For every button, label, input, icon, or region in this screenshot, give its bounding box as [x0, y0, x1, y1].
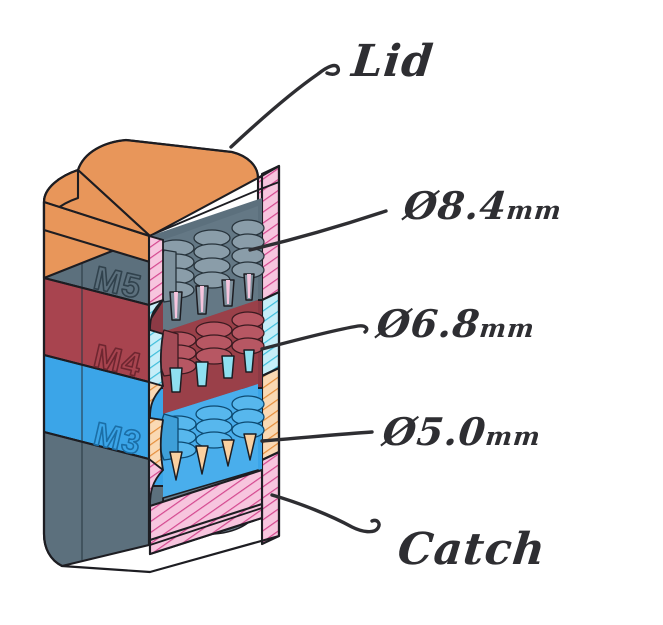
leader-d50 [260, 430, 374, 443]
annotation-dia-8-4: Ø8.4mm [402, 183, 565, 228]
thread-m5-teeth [169, 273, 255, 321]
annotation-dia-5-0: Ø5.0mm [381, 409, 544, 454]
thread-m4 [158, 311, 265, 377]
annotation-dia-8-4-unit: mm [505, 195, 564, 225]
annotation-dia-6-8-value: Ø6.8 [374, 301, 483, 346]
model-body: M5 M4 M3 [42, 138, 281, 574]
leader-d68 [260, 324, 369, 351]
thread-m4-teeth [169, 349, 255, 393]
wall-right-orange [260, 366, 281, 462]
annotation-lid: Lid [349, 36, 436, 87]
leader-lines [229, 63, 388, 534]
section-wall-front [147, 235, 164, 546]
annotation-catch-text: Catch [395, 524, 549, 575]
leader-lid [229, 63, 341, 149]
engraved-labels: M5 M4 M3 [90, 258, 147, 462]
body-outline [42, 138, 281, 574]
leader-catch [270, 493, 381, 534]
annotation-dia-8-4-value: Ø8.4 [401, 183, 510, 228]
annotation-catch: Catch [395, 524, 548, 575]
annotation-lid-text: Lid [349, 36, 437, 87]
leader-d84 [248, 209, 388, 252]
annotation-dia-6-8-unit: mm [478, 313, 537, 343]
annotation-dia-6-8: Ø6.8mm [375, 301, 538, 346]
thread-m3-teeth [169, 433, 257, 481]
annotation-dia-5-0-unit: mm [484, 421, 543, 451]
annotation-dia-5-0-value: Ø5.0 [380, 409, 489, 454]
